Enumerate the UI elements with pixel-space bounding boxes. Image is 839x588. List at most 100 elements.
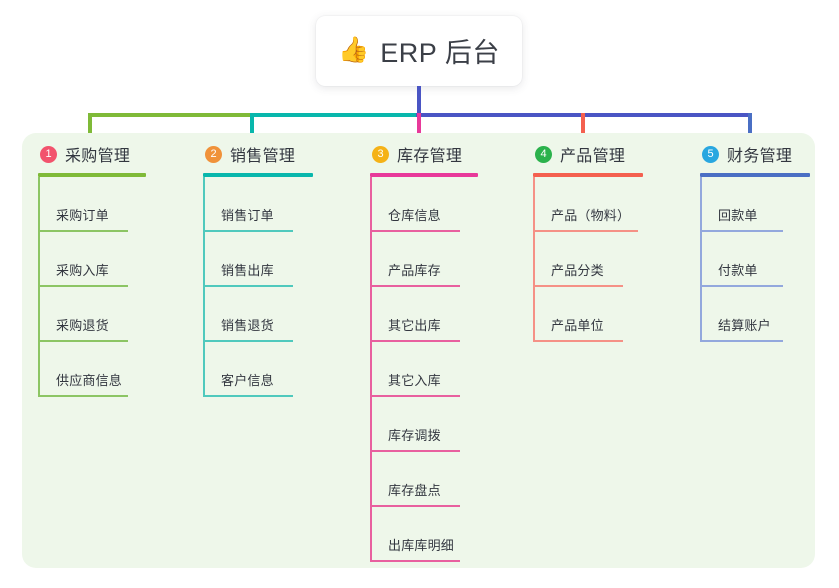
list-item-underline	[533, 230, 638, 232]
list-item[interactable]: 销售出库	[203, 232, 313, 287]
list-item-underline	[203, 230, 293, 232]
list-item[interactable]: 采购订单	[38, 177, 146, 232]
column-underline-1	[38, 173, 146, 177]
list-item-underline	[370, 450, 460, 452]
list-item-underline	[38, 230, 128, 232]
column-2: 2 销售管理销售订单销售出库销售退货客户信息	[203, 141, 313, 397]
list-item-label: 产品（物料）	[551, 208, 631, 223]
list-item-label: 销售出库	[221, 263, 274, 278]
list-item[interactable]: 回款单	[700, 177, 810, 232]
diagram-panel	[22, 133, 815, 568]
list-item-label: 付款单	[718, 263, 758, 278]
list-item[interactable]: 库存调拨	[370, 397, 478, 452]
list-item[interactable]: 供应商信息	[38, 342, 146, 397]
root-node-content: 👍 ERP 后台	[338, 31, 500, 70]
list-item-underline	[370, 230, 460, 232]
column-badge-3: 3	[372, 145, 389, 163]
column-title-2: 销售管理	[230, 148, 296, 165]
column-header-2[interactable]: 2 销售管理	[203, 141, 313, 167]
root-node-card[interactable]: 👍 ERP 后台	[316, 16, 522, 86]
list-item[interactable]: 仓库信息	[370, 177, 478, 232]
column-title-4: 产品管理	[560, 148, 626, 165]
list-item[interactable]: 出库库明细	[370, 507, 478, 562]
connector-drop-3	[417, 113, 421, 145]
list-item-label: 仓库信息	[388, 208, 441, 223]
list-item[interactable]: 采购退货	[38, 287, 146, 342]
list-item-label: 采购订单	[56, 208, 109, 223]
list-item-underline	[533, 340, 623, 342]
list-item[interactable]: 客户信息	[203, 342, 313, 397]
root-title: ERP 后台	[380, 37, 500, 68]
list-item[interactable]: 产品库存	[370, 232, 478, 287]
column-badge-2: 2	[205, 145, 222, 163]
connector-drop-1	[88, 113, 92, 145]
list-item-label: 采购退货	[56, 318, 109, 333]
list-item-label: 结算账户	[718, 318, 771, 333]
list-item-label: 产品分类	[551, 263, 604, 278]
list-item[interactable]: 采购入库	[38, 232, 146, 287]
list-item[interactable]: 产品分类	[533, 232, 643, 287]
column-4: 4 产品管理产品（物料） 产品分类产品单位	[533, 141, 643, 342]
list-item-underline	[700, 230, 783, 232]
list-item-label: 客户信息	[221, 373, 274, 388]
column-items-3: 仓库信息产品库存其它出库其它入库库存调拨库存盘点出库库明细	[370, 177, 478, 562]
list-item[interactable]: 其它入库	[370, 342, 478, 397]
list-item-underline	[370, 395, 460, 397]
list-item-label: 其它出库	[388, 318, 441, 333]
list-item-underline	[700, 285, 783, 287]
column-items-1: 采购订单采购入库采购退货供应商信息	[38, 177, 146, 397]
list-item-underline	[203, 395, 293, 397]
column-badge-4: 4	[535, 145, 552, 163]
list-item-label: 库存盘点	[388, 483, 441, 498]
connector-drop-4	[581, 113, 585, 145]
column-spine-4	[533, 177, 535, 342]
list-item-underline	[370, 340, 460, 342]
list-item-label: 产品库存	[388, 263, 441, 278]
column-underline-5	[700, 173, 810, 177]
list-item[interactable]: 产品（物料）	[533, 177, 643, 232]
column-header-4[interactable]: 4 产品管理	[533, 141, 643, 167]
list-item-underline	[38, 395, 128, 397]
list-item[interactable]: 付款单	[700, 232, 810, 287]
list-item[interactable]: 库存盘点	[370, 452, 478, 507]
column-spine-3	[370, 177, 372, 562]
list-item-label: 出库库明细	[388, 538, 455, 553]
list-item-underline	[700, 340, 783, 342]
list-item-label: 采购入库	[56, 263, 109, 278]
connector-segment-teal	[250, 113, 418, 117]
column-items-2: 销售订单销售出库销售退货客户信息	[203, 177, 313, 397]
list-item-underline	[370, 505, 460, 507]
column-badge-1: 1	[40, 145, 57, 163]
column-items-5: 回款单付款单结算账户	[700, 177, 810, 342]
column-underline-2	[203, 173, 313, 177]
list-item-label: 销售订单	[221, 208, 274, 223]
root-vertical-connector	[417, 86, 421, 114]
list-item[interactable]: 销售订单	[203, 177, 313, 232]
list-item-label: 产品单位	[551, 318, 604, 333]
list-item-underline	[203, 340, 293, 342]
list-item-underline	[370, 560, 460, 562]
list-item-label: 回款单	[718, 208, 758, 223]
list-item-underline	[533, 285, 623, 287]
connector-segment-green	[88, 113, 252, 117]
list-item[interactable]: 结算账户	[700, 287, 810, 342]
list-item[interactable]: 其它出库	[370, 287, 478, 342]
column-underline-3	[370, 173, 478, 177]
column-title-5: 财务管理	[727, 148, 793, 165]
list-item[interactable]: 产品单位	[533, 287, 643, 342]
list-item-label: 供应商信息	[56, 373, 123, 388]
connector-drop-2	[250, 113, 254, 145]
list-item[interactable]: 销售退货	[203, 287, 313, 342]
list-item-underline	[370, 285, 460, 287]
list-item-underline	[38, 285, 128, 287]
column-underline-4	[533, 173, 643, 177]
column-spine-5	[700, 177, 702, 342]
column-spine-1	[38, 177, 40, 397]
connector-drop-5	[748, 113, 752, 145]
